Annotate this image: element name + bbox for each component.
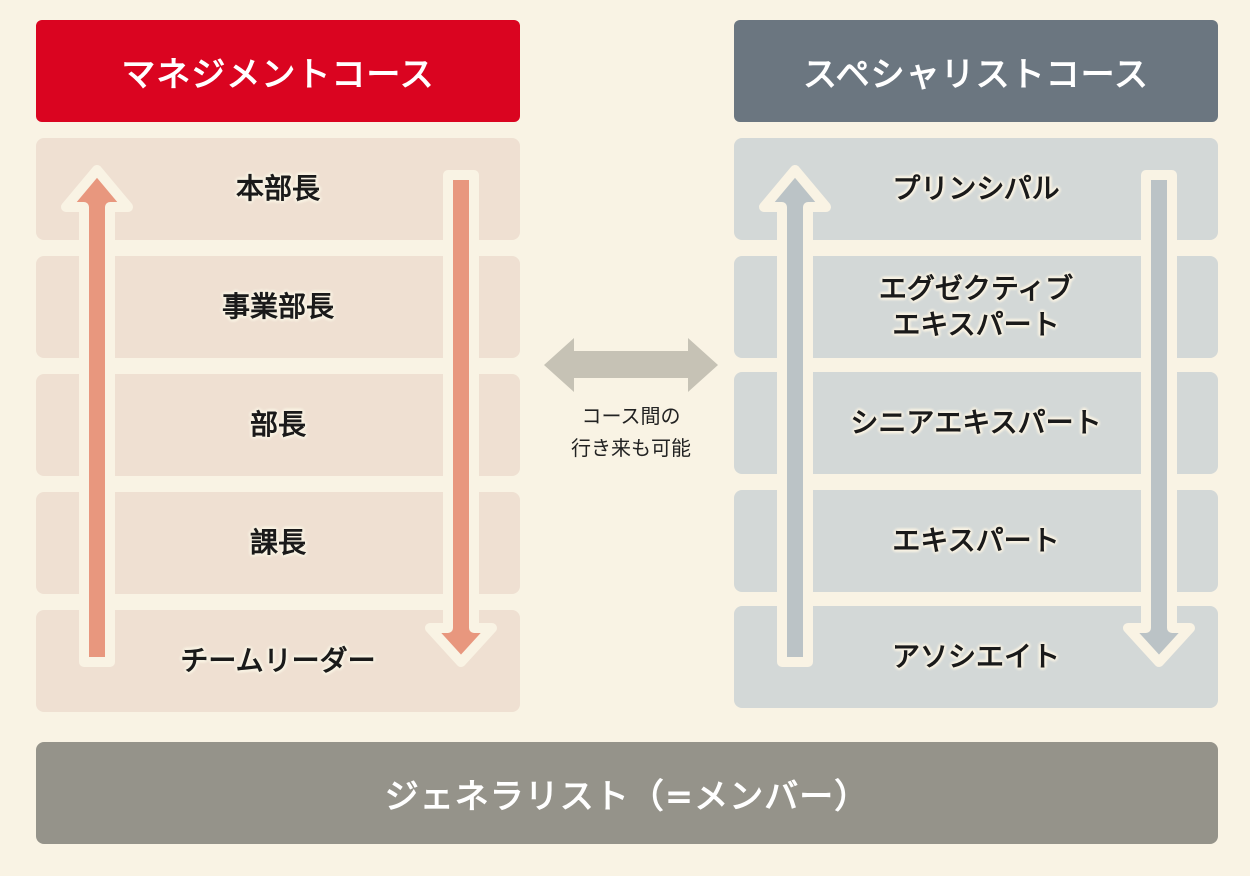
level-box: シニアエキスパート (734, 372, 1218, 474)
level-box: 課長 (36, 492, 520, 594)
level-label: プリンシパル (892, 171, 1060, 205)
up-arrow-icon (61, 165, 133, 667)
level-label: アソシエイト (891, 639, 1060, 673)
down-arrow-icon (1123, 170, 1195, 667)
double-arrow-icon (544, 338, 718, 392)
level-label: 部長 (249, 407, 306, 441)
generalist-bar: ジェネラリスト（=メンバー） (36, 742, 1218, 844)
specialist-course-header: スペシャリストコース (734, 20, 1218, 122)
level-box: 事業部長 (36, 256, 520, 358)
level-label: チームリーダー (180, 643, 376, 677)
transfer-note: コース間の 行き来も可能 (540, 400, 722, 464)
level-box: エグゼクティブ エキスパート (734, 256, 1218, 358)
level-label: 事業部長 (221, 289, 334, 323)
level-box: エキスパート (734, 490, 1218, 592)
level-label: 本部長 (235, 171, 320, 205)
level-label: シニアエキスパート (850, 405, 1102, 439)
down-arrow-icon (425, 170, 497, 667)
up-arrow-icon (759, 165, 831, 667)
level-label: エキスパート (892, 523, 1060, 557)
transfer-note-line: コース間の (581, 404, 681, 428)
level-box: プリンシパル (734, 138, 1218, 240)
transfer-note-line: 行き来も可能 (571, 436, 691, 460)
level-label: 課長 (249, 525, 306, 559)
level-box: 部長 (36, 374, 520, 476)
management-course-header: マネジメントコース (36, 20, 520, 122)
level-label: エグゼクティブ エキスパート (878, 271, 1074, 341)
